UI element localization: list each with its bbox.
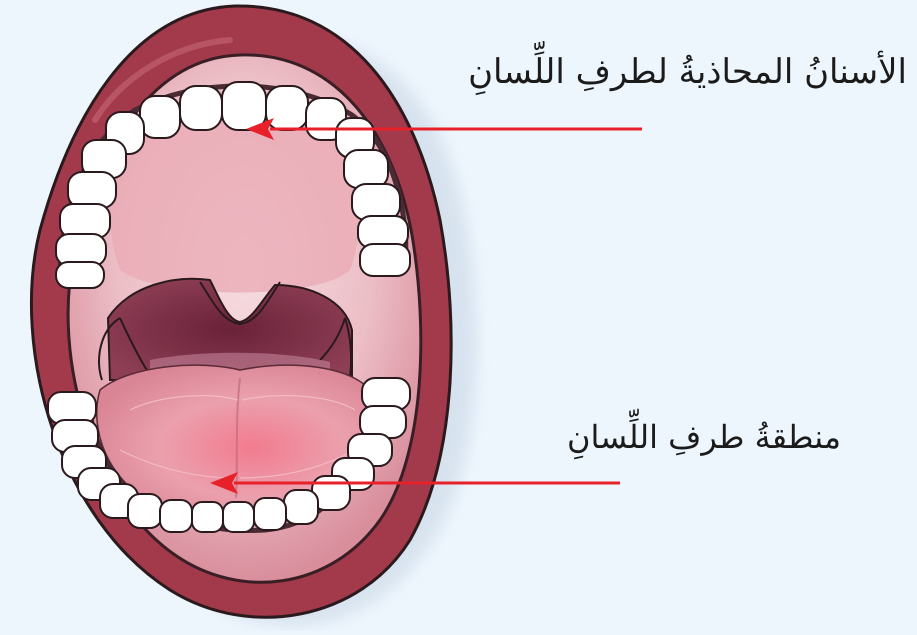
teeth-label: الأسنانُ المحاذيةُ لطرفِ اللِّسانِ [468, 52, 907, 92]
lower-tooth [192, 502, 223, 532]
tongue-tip-label: منطقةُ طرفِ اللِّسانِ [567, 418, 841, 456]
upper-tooth [60, 204, 110, 238]
lower-tooth [223, 502, 254, 532]
upper-tooth [360, 244, 410, 276]
upper-tooth [56, 262, 104, 288]
upper-tooth [68, 172, 116, 208]
upper-tooth [352, 184, 400, 220]
lower-tooth [254, 498, 286, 530]
upper-tooth [222, 82, 266, 130]
lower-tooth [284, 490, 318, 524]
lower-tooth [128, 494, 162, 528]
upper-tooth [140, 96, 180, 138]
upper-tooth [344, 150, 388, 188]
lower-tooth [160, 500, 192, 532]
upper-tooth [266, 86, 308, 130]
upper-tooth [180, 86, 222, 130]
